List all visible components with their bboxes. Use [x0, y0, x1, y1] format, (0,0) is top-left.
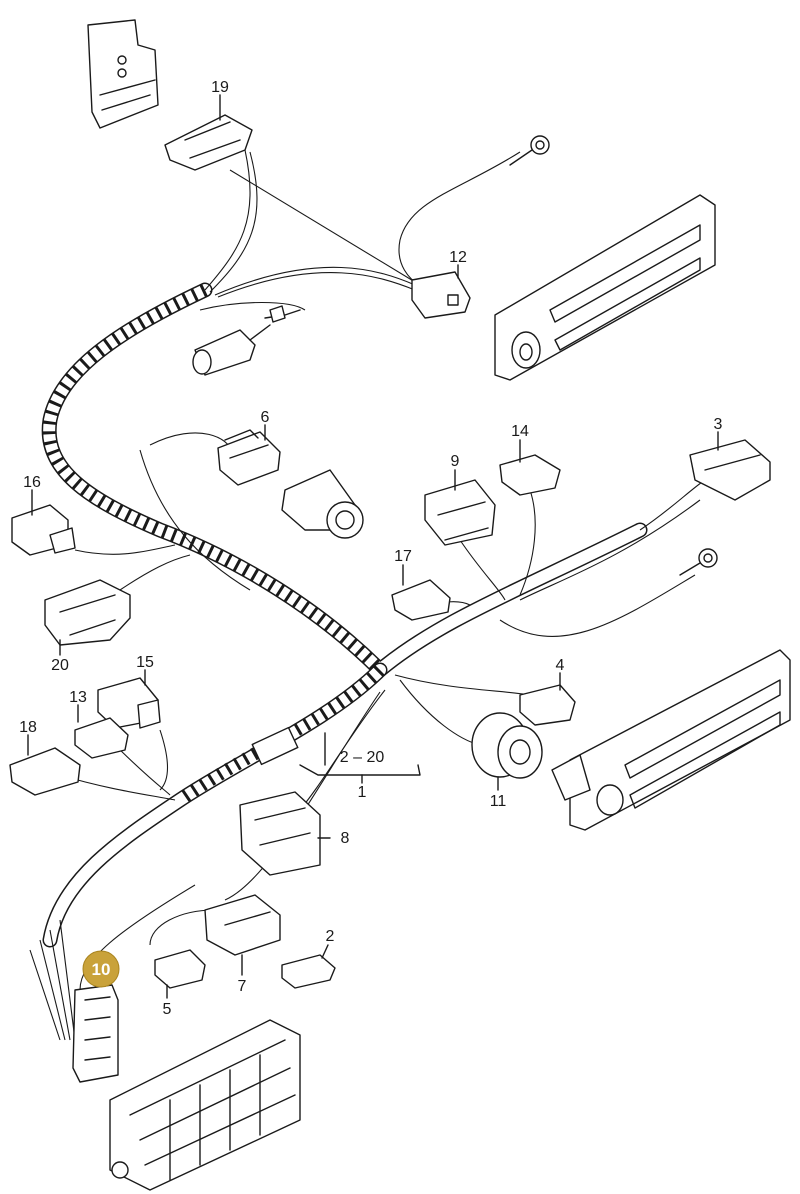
- highlight-badge-circle[interactable]: [82, 950, 120, 988]
- lamp-holder: [192, 305, 301, 376]
- connector-13: [74, 717, 129, 759]
- main-harness-bundle: [41, 282, 648, 948]
- mounting-bracket: [87, 19, 159, 129]
- connector-17: [391, 579, 451, 621]
- callout-11: 11: [490, 793, 507, 810]
- harness-sleeve: [251, 726, 299, 766]
- assembly-label: 1: [358, 784, 367, 801]
- connector-15: [97, 677, 161, 729]
- clip-2: [281, 954, 336, 989]
- control-panel-lower: [551, 649, 791, 831]
- round-socket: [281, 469, 364, 539]
- fuse-relay-panel: [109, 1019, 301, 1191]
- callout-13: 13: [69, 689, 87, 706]
- connector-14: [499, 454, 561, 496]
- callout-4: 4: [556, 657, 565, 674]
- control-panel-upper: [494, 194, 716, 381]
- connector-7: [204, 894, 281, 956]
- connector-18: [9, 747, 81, 796]
- callout-labels: 19 12 6 14 3 9 16 17 20 4 15 13 18 2 – 2…: [19, 79, 722, 1018]
- leader-lines: [27, 94, 719, 999]
- callout-18: 18: [19, 719, 37, 736]
- callout-19: 19: [211, 79, 229, 96]
- connector-19: [164, 114, 253, 171]
- callout-9: 9: [451, 453, 460, 470]
- highlight-badge-label[interactable]: 10: [92, 960, 111, 979]
- connector-9: [424, 479, 496, 546]
- ground-ring-terminal: [509, 135, 550, 166]
- connector-3: [689, 439, 771, 501]
- callout-3: 3: [714, 416, 723, 433]
- callout-17: 17: [394, 548, 412, 565]
- connector-16: [11, 504, 76, 556]
- connector-20: [44, 579, 131, 646]
- callout-12: 12: [449, 249, 467, 266]
- connector-10: [72, 984, 119, 1083]
- wires: [29, 149, 706, 1041]
- connector-12: [411, 271, 471, 319]
- callout-8: 8: [341, 830, 350, 847]
- connector-5: [154, 949, 206, 989]
- rotary-switch-11: [471, 712, 543, 779]
- callout-20: 20: [51, 657, 69, 674]
- callout-6: 6: [261, 409, 270, 426]
- callout-7: 7: [238, 978, 247, 995]
- callout-14: 14: [511, 423, 529, 440]
- range-label: 2 – 20: [340, 749, 385, 766]
- highlight-badge-10[interactable]: 10: [82, 950, 120, 988]
- callout-2: 2: [326, 928, 335, 945]
- relay-holder-8: [239, 791, 321, 876]
- connector-6: [217, 429, 281, 486]
- callout-5: 5: [163, 1001, 172, 1018]
- ground-ring-terminal-right: [679, 548, 718, 576]
- connector-4: [519, 684, 576, 726]
- callout-15: 15: [136, 654, 154, 671]
- callout-16: 16: [23, 474, 41, 491]
